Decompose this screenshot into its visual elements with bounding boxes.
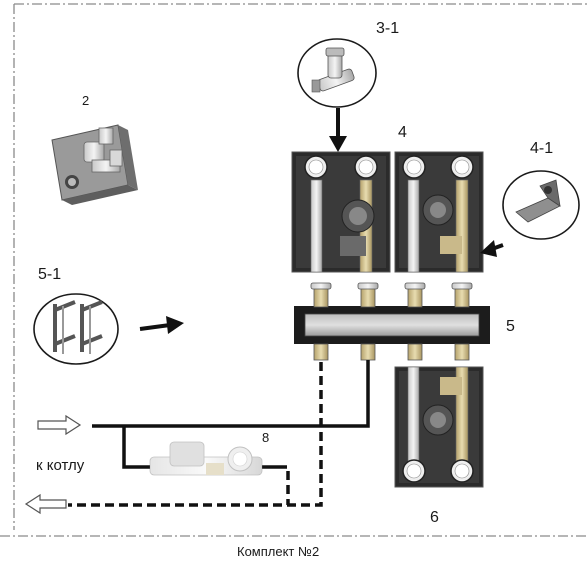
pump-module-right	[394, 151, 484, 273]
pump-module-left	[291, 151, 391, 273]
pump-group-icon	[149, 441, 263, 476]
return-outlet-arrow	[24, 493, 67, 515]
supply-inlet-arrow	[37, 414, 82, 436]
label-item-5-1: 5-1	[38, 266, 62, 283]
bypass-valve-icon	[297, 38, 377, 108]
label-item-3-1: 3-1	[376, 20, 400, 37]
return-pipe	[68, 362, 323, 507]
label-item-4-1: 4-1	[530, 140, 554, 157]
mixing-valve-icon	[51, 124, 138, 205]
label-item-5: 5	[506, 318, 515, 335]
label-item-8: 8	[262, 430, 270, 445]
label-item-2: 2	[82, 93, 90, 108]
supply-pipe	[92, 360, 370, 469]
label-to-boiler: к котлу	[36, 457, 85, 474]
label-item-6: 6	[430, 509, 439, 526]
label-item-4: 4	[398, 124, 407, 141]
arrow-to-manifold	[139, 316, 184, 334]
dashed-border	[0, 3, 587, 537]
mounting-brackets-icon	[33, 293, 119, 365]
wall-bracket-icon	[502, 170, 580, 240]
pump-module-bottom	[394, 366, 484, 488]
manifold	[294, 282, 490, 361]
arrow-to-module-right	[480, 240, 504, 257]
arrow-to-module	[329, 108, 347, 152]
caption: Комплект №2	[237, 544, 320, 559]
